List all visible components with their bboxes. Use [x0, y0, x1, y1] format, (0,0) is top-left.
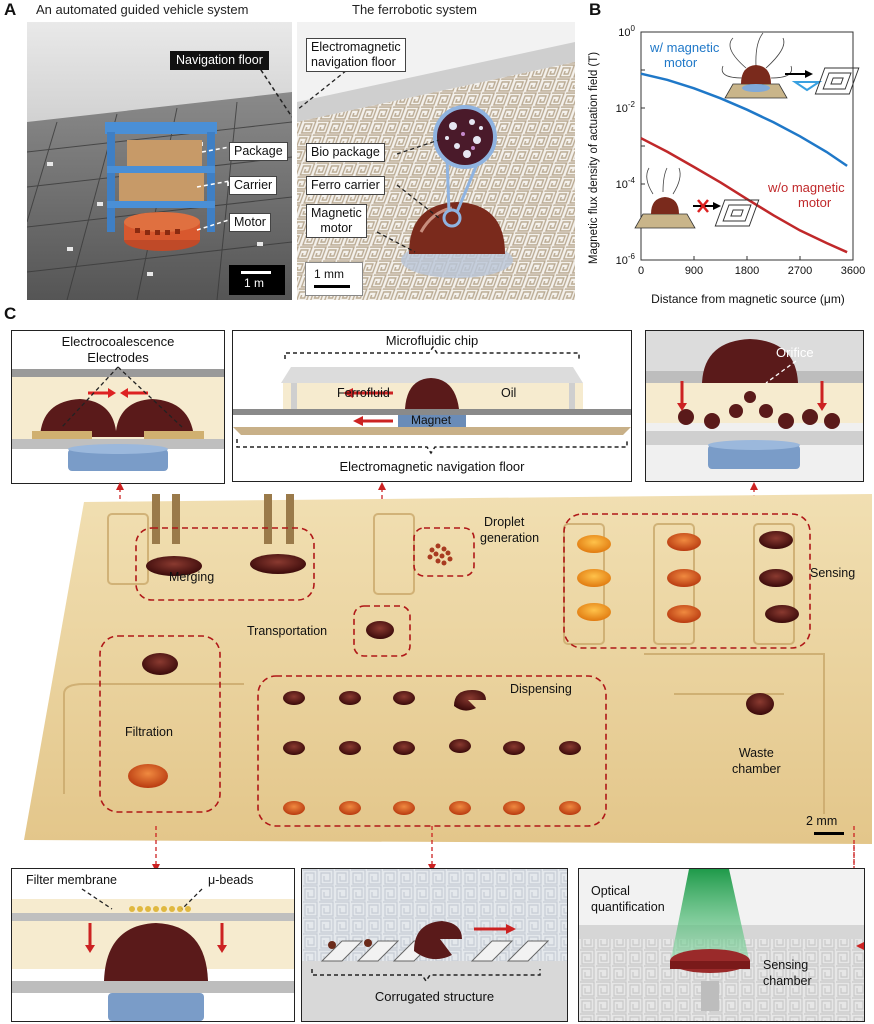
motor-label: Motor	[229, 213, 271, 232]
y-tick-label: 10-4	[616, 176, 636, 191]
microfluidic-chip-label: Microfluidic chip	[385, 333, 479, 348]
x-tick-label: 900	[685, 265, 703, 277]
sensing-chamber-label: Sensing chamber	[763, 957, 812, 989]
with-motor-annotation-line1: w/ magnetic	[650, 40, 720, 55]
magnetic-motor-label-line1: Magnetic	[311, 206, 362, 220]
chip-cross-section-inset: Microfluidic chip Ferrofluid Oil Magnet …	[232, 330, 632, 482]
electrocoalescence-title-line1: Electrocoalescence	[61, 334, 175, 349]
ferro-carrier-label: Ferro carrier	[306, 176, 385, 195]
agv-scale-bar	[241, 271, 271, 274]
dispensing-inset: Corrugated structure	[301, 868, 568, 1022]
sensing-scene	[579, 869, 864, 1021]
waste-chamber-label: Waste chamber	[732, 745, 781, 777]
panel-b-label: B	[589, 0, 602, 19]
x-tick-label: 0	[638, 265, 644, 277]
em-floor-label-line2: navigation floor	[311, 55, 396, 69]
panel-a-label: A	[4, 0, 17, 19]
chip-cross-section-scene	[233, 345, 631, 455]
y-tick-label: 100	[618, 24, 635, 39]
x-tick-label: 2700	[788, 265, 812, 277]
sensing-label: Sensing	[810, 566, 856, 580]
droplet-generation-label-line1: Droplet	[484, 515, 525, 529]
filtration-inset: Filter membrane μ-beads	[11, 868, 295, 1022]
with-motor-illustration	[721, 32, 860, 99]
em-navigation-floor-label: Electromagnetic navigation floor	[339, 459, 525, 474]
oil-label: Oil	[501, 386, 517, 400]
filter-membrane-label: Filter membrane	[26, 873, 117, 887]
y-tick-label: 10-6	[616, 252, 636, 267]
droplet-generation-label-line2: generation	[480, 531, 540, 545]
flux-chart: 0 900 1800 2700 3600 100 10-2 10-4 10-6 Magnetic…	[588, 24, 866, 306]
em-floor-label: Electromagnetic navigation floor	[306, 38, 406, 72]
electrocoalescence-title: Electrocoalescence Electrodes	[12, 334, 224, 366]
without-motor-annotation-line1: w/o magnetic	[768, 180, 845, 195]
ferro-scale-text: 1 mm	[314, 267, 344, 281]
electrocoalescence-inset: Electrocoalescence Electrodes	[11, 330, 225, 484]
chip-scale-text: 2 mm	[806, 814, 838, 828]
droplet-generation-label: Droplet generation	[480, 514, 539, 546]
filtration-scene	[12, 888, 294, 1021]
ferro-scale-bar	[314, 285, 350, 288]
agv-illustration	[27, 22, 292, 300]
chart-series	[640, 72, 848, 254]
optical-quantification-label: Optical quantification	[591, 883, 665, 915]
merging-label: Merging	[169, 570, 215, 584]
waste-chamber-label-line2: chamber	[732, 762, 781, 776]
ferrobotic-scene	[297, 42, 575, 300]
filtration-label: Filtration	[125, 725, 173, 739]
magnetic-motor-label-line2: motor	[320, 221, 353, 235]
chart-xlabel: Distance from magnetic source (μm)	[651, 292, 845, 306]
navigation-floor-label: Navigation floor	[170, 51, 269, 70]
electrocoalescence-title-line2: Electrodes	[87, 350, 149, 365]
dispensing-scene	[302, 869, 567, 1021]
optical-quantification-label-line2: quantification	[591, 900, 665, 914]
orifice-label: Orifice	[776, 345, 814, 360]
without-motor-annotation: w/o magnetic motor	[768, 180, 845, 210]
dispensing-label: Dispensing	[510, 682, 572, 696]
sensing-chamber-label-line1: Sensing	[763, 958, 809, 972]
agv-scale-text: 1 m	[244, 276, 265, 290]
chart-ticks: 0 900 1800 2700 3600 100 10-2 10-4 10-6	[616, 24, 866, 277]
agv-scene	[27, 22, 292, 300]
optical-quantification-label-line1: Optical	[591, 884, 630, 898]
carrier-label: Carrier	[229, 176, 278, 195]
package-label: Package	[229, 142, 288, 161]
without-motor-annotation-line2: motor	[798, 195, 832, 210]
panel-c-label: C	[4, 304, 17, 323]
series-without-motor-line	[640, 137, 848, 254]
agv-scale-box: 1 m	[229, 265, 285, 295]
bio-package-label: Bio package	[306, 143, 385, 162]
without-motor-illustration	[634, 167, 760, 229]
x-tick-label: 1800	[735, 265, 759, 277]
sensing-inset: Optical quantification Sensing chamber	[578, 868, 865, 1022]
electrocoalescence-scene	[12, 366, 224, 471]
corrugated-structure-label: Corrugated structure	[374, 989, 495, 1004]
y-tick-label: 10-2	[616, 100, 636, 115]
agv-title: An automated guided vehicle system	[36, 2, 249, 17]
chip-photo-scene	[24, 494, 872, 844]
droplet-generation-scene	[646, 331, 863, 469]
ferro-scale-box: 1 mm	[305, 262, 363, 296]
sensing-chamber-label-line2: chamber	[763, 974, 812, 988]
ferrofluid-label: Ferrofluid	[337, 386, 390, 400]
beads-label: μ-beads	[208, 873, 254, 887]
chart-ylabel: Magnetic flux density of actuation field…	[588, 52, 600, 264]
x-tick-label: 3600	[841, 265, 865, 277]
droplet-generation-inset: Orifice	[645, 330, 864, 482]
magnetic-motor-label: Magnetic motor	[306, 204, 367, 238]
waste-chamber-label-line1: Waste	[738, 746, 774, 760]
with-motor-annotation-line2: motor	[664, 55, 698, 70]
sensing-arrow	[856, 942, 864, 950]
transportation-label: Transportation	[247, 624, 328, 638]
series-with-motor-line	[640, 72, 848, 167]
bottom-connectors	[152, 826, 855, 874]
em-floor-label-line1: Electromagnetic	[311, 40, 401, 54]
chip-photo	[24, 494, 872, 864]
magnet-label: Magnet	[411, 413, 452, 427]
with-motor-annotation: w/ magnetic motor	[650, 40, 719, 70]
ferrobotic-title: The ferrobotic system	[352, 2, 477, 17]
